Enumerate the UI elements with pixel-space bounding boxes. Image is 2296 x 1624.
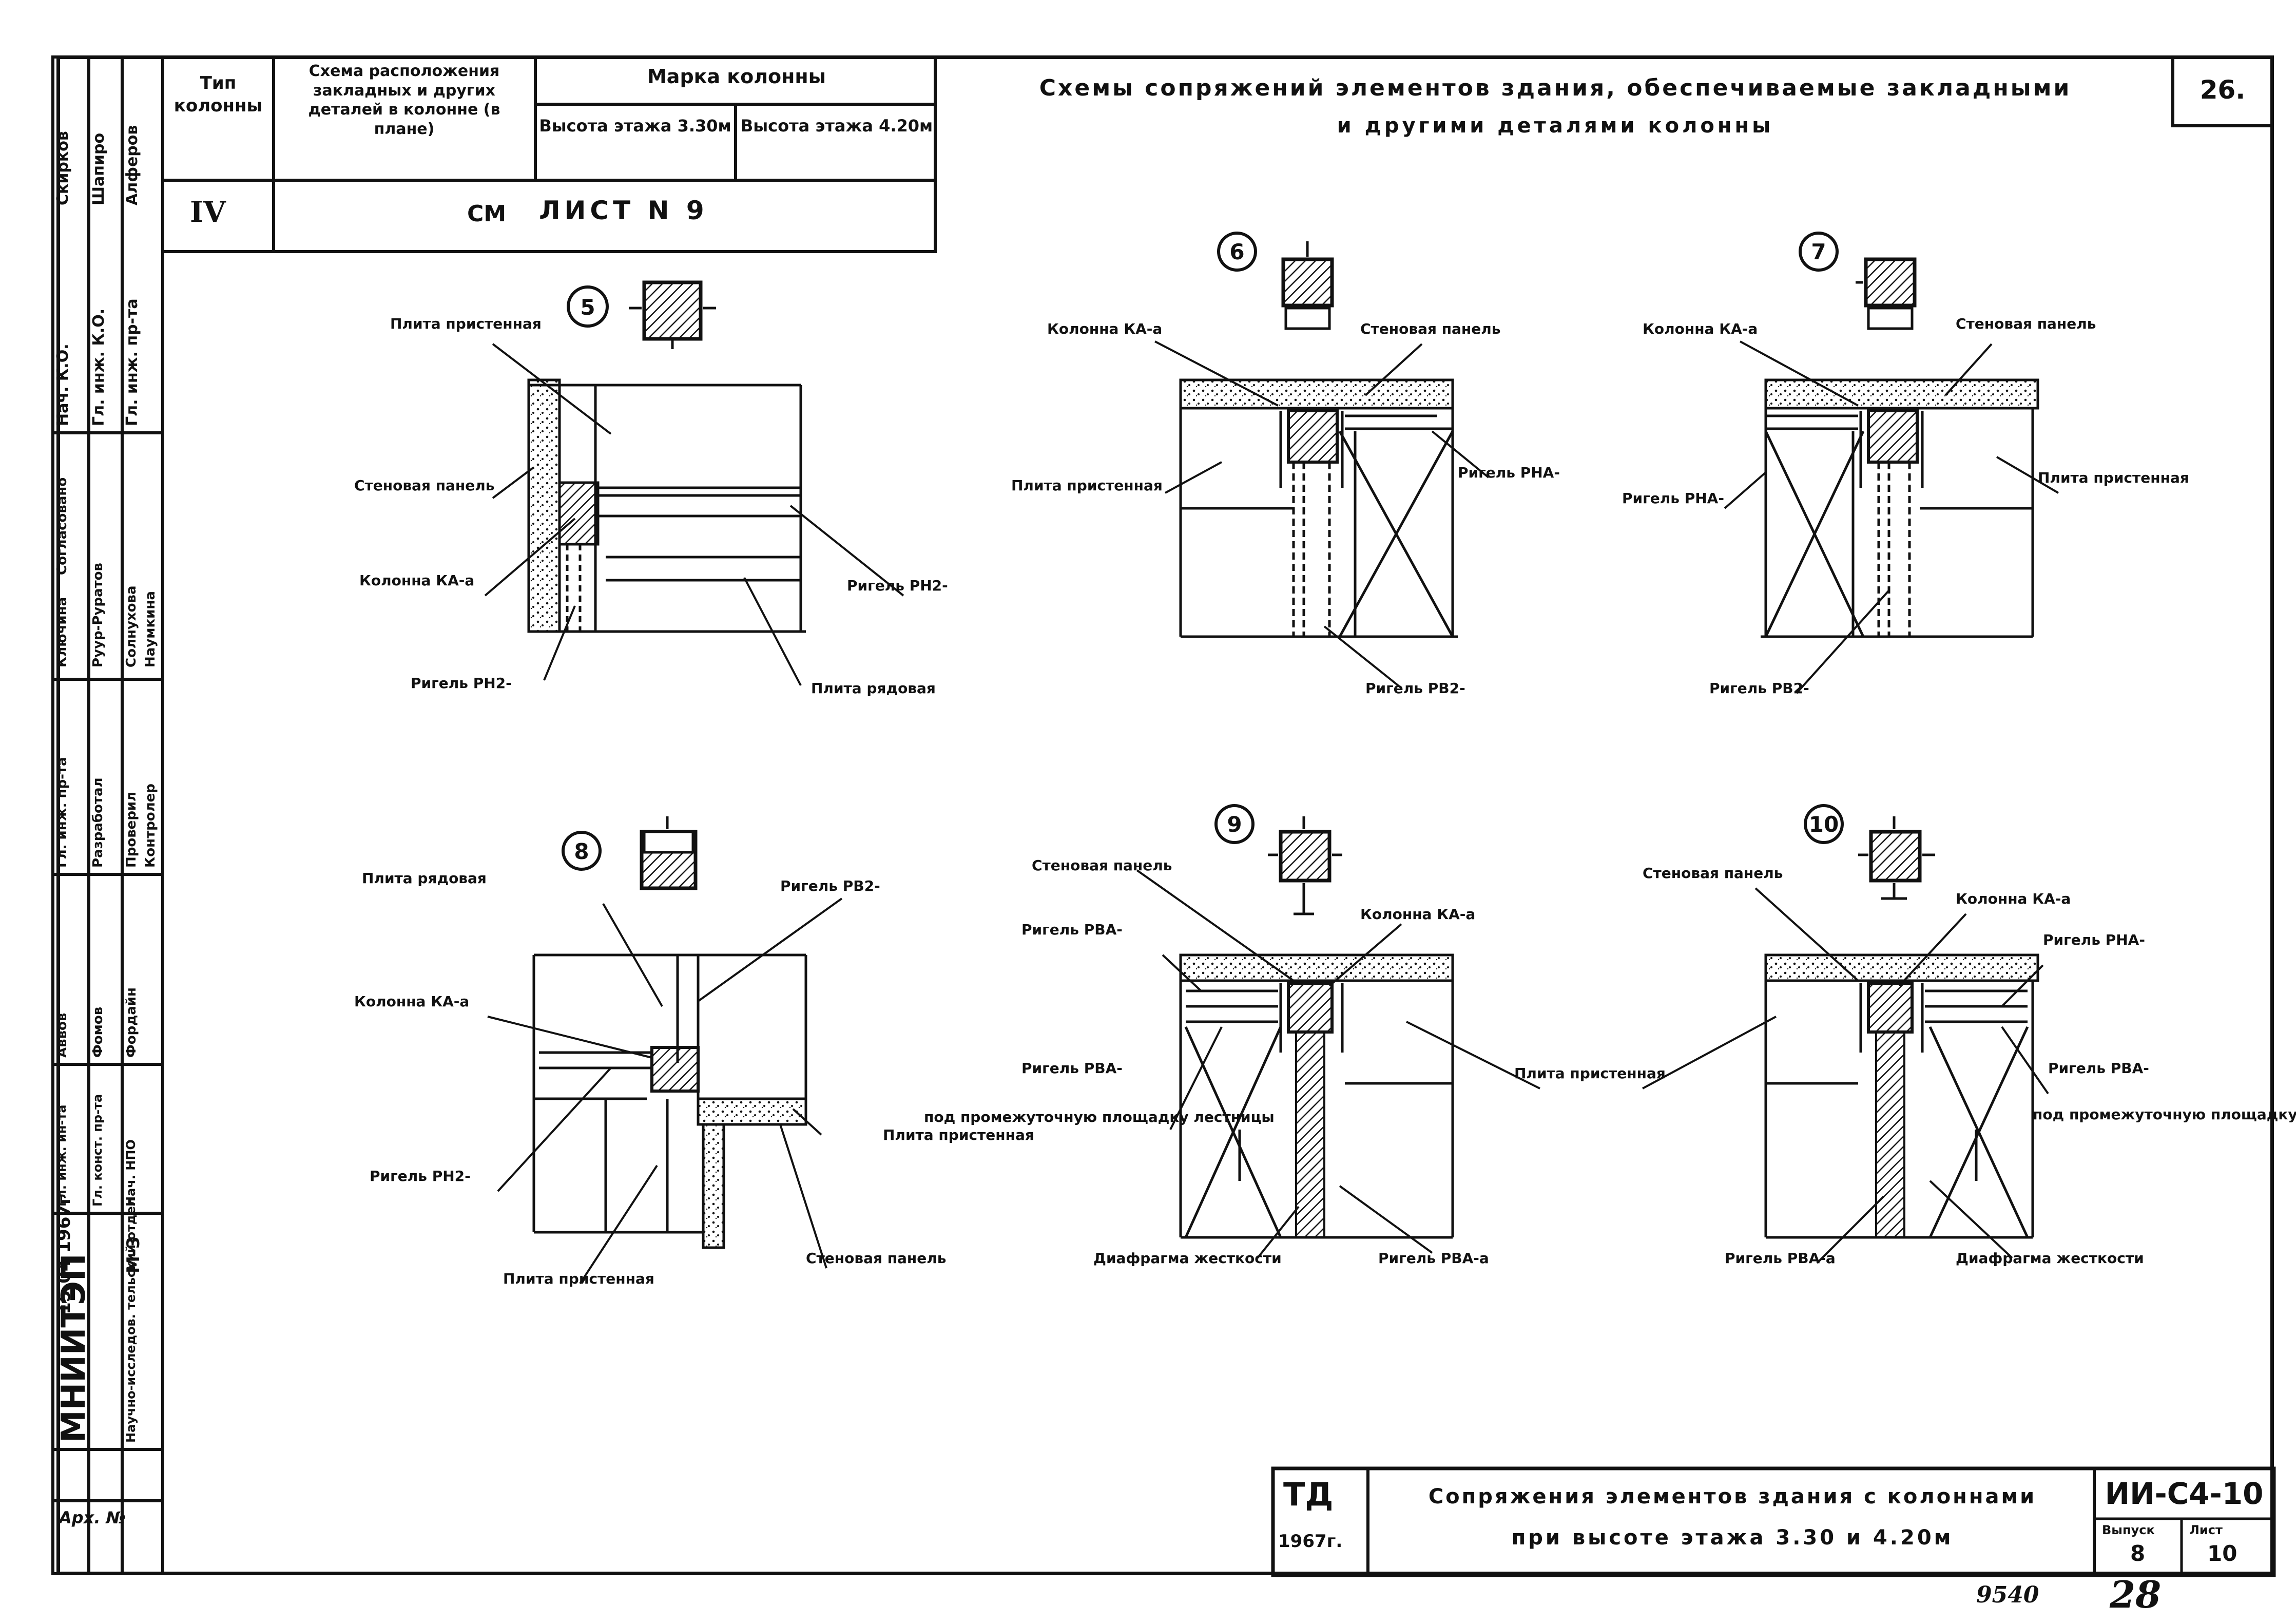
detail-9-label-2: Ригель РВА- — [1021, 921, 1123, 938]
sheet-label: Лист — [2189, 1523, 2223, 1537]
detail-9-plan — [1279, 830, 1332, 883]
detail-9-label-5: под промежуточную площадку лестницы — [924, 1109, 1275, 1125]
detail-6-label-2: Стеновая панель — [1360, 320, 1500, 337]
detail-5-label-5: Ригель РН2- — [847, 577, 948, 594]
detail-7-label-4: Плита пристенная — [2038, 469, 2189, 486]
detail-10 — [1642, 804, 2049, 1264]
detail-10-label-1: Стеновая панель — [1643, 865, 1783, 882]
detail-6-plan — [1281, 257, 1334, 308]
drawing-frame — [56, 55, 2274, 1575]
detail-5-label-3: Колонна КА-а — [359, 572, 474, 589]
detail-10-marker — [1804, 804, 1844, 844]
detail-8 — [487, 816, 843, 1285]
issue-value: 8 — [2130, 1541, 2146, 1566]
detail-5-label-4: Ригель РН2- — [411, 675, 512, 692]
sheet-number: 26. — [2199, 75, 2246, 105]
detail-7 — [1724, 232, 2059, 694]
detail-5-number: 5 — [580, 295, 595, 320]
detail-7-marker — [1799, 232, 1839, 272]
detail-8-label-5: Плита пристенная — [883, 1126, 1034, 1143]
detail-10-label-2: Колонна КА-а — [1956, 890, 2071, 907]
stamp-archive: Арх. № — [59, 1508, 126, 1527]
detail-10-label-7: Диафрагма жесткости — [1956, 1250, 2144, 1267]
header-col-type: Тип колонны — [173, 73, 263, 117]
footer-note: 9540 — [1976, 1582, 2039, 1608]
detail-7-label-2: Стеновая панель — [1956, 315, 2096, 332]
detail-7-label-3: Ригель РНА- — [1622, 490, 1724, 507]
detail-9-label-4: Ригель РВА- — [1021, 1060, 1123, 1077]
title-line1: Сопряжения элементов здания с колоннами — [1428, 1485, 2037, 1508]
detail-10-label-5: под промежуточную площадку лестницы — [2033, 1106, 2296, 1123]
detail-10-label-6: Ригель РВА-а — [1725, 1250, 1836, 1267]
row-type: IV — [190, 195, 226, 229]
series-code: ИИ-С4-10 — [2105, 1476, 2264, 1511]
detail-7-label-5: Ригель РВ2- — [1709, 680, 1809, 697]
detail-8-label-6: Стеновая панель — [806, 1250, 946, 1267]
footer-number: 28 — [2110, 1573, 2162, 1616]
detail-9-label-8: Плита пристенная — [1514, 1065, 1666, 1082]
detail-5-marker — [567, 285, 609, 328]
detail-9-label-6: Диафрагма жесткости — [1093, 1250, 1282, 1267]
detail-9-number: 9 — [1227, 812, 1242, 837]
detail-9-label-7: Ригель РВА-а — [1378, 1250, 1489, 1267]
sheet-title-line1: Схемы сопряжений элементов здания, обесп… — [1039, 75, 2072, 101]
row-ref-prefix: СМ — [467, 201, 507, 227]
detail-5-plan — [642, 280, 703, 341]
detail-9-label-1: Стеновая панель — [1032, 857, 1172, 874]
detail-9-marker — [1214, 804, 1255, 844]
sheet-value: 10 — [2207, 1541, 2237, 1566]
row-ref-text: ЛИСТ N 9 — [539, 196, 708, 225]
header-col-scheme: Схема расположения закладных и других де… — [308, 62, 500, 138]
detail-7-number: 7 — [1811, 239, 1826, 264]
sheet-title-line2: и другими деталями колонны — [1337, 114, 1774, 138]
header-table — [164, 55, 937, 253]
detail-6-label-3: Плита пристенная — [1011, 477, 1163, 494]
detail-10-label-3: Ригель РНА- — [2043, 931, 2145, 948]
title-line2: при высоте этажа 3.30 и 4.20м — [1511, 1526, 1954, 1550]
header-height-420: Высота этажа 4.20м — [740, 116, 933, 136]
detail-6-number: 6 — [1229, 239, 1244, 264]
title-block — [1271, 1466, 2276, 1577]
detail-8-marker — [562, 831, 602, 871]
issue-label: Выпуск — [2102, 1523, 2155, 1537]
detail-5-label-2: Стеновая панель — [354, 477, 494, 494]
detail-8-label-3: Колонна КА-а — [354, 993, 469, 1010]
title-code: ТД — [1283, 1476, 1334, 1513]
side-stamp — [51, 55, 164, 1575]
detail-6-label-5: Ригель РВ2- — [1365, 680, 1465, 697]
detail-8-label-4: Ригель РН2- — [370, 1168, 471, 1184]
title-year: 1967г. — [1278, 1531, 1343, 1552]
detail-6-label-4: Ригель РНА- — [1458, 464, 1560, 481]
detail-10-label-4: Ригель РВА- — [2048, 1060, 2149, 1077]
detail-8-number: 8 — [574, 839, 589, 864]
detail-8-label-1: Плита рядовая — [362, 870, 487, 887]
header-col-mark: Марка колонны — [647, 65, 826, 88]
detail-9-label-3: Колонна КА-а — [1360, 906, 1475, 923]
header-height-330: Высота этажа 3.30м — [539, 116, 731, 136]
detail-8-label-7: Плита пристенная — [503, 1270, 654, 1287]
detail-8-label-2: Ригель РВ2- — [780, 877, 880, 894]
detail-10-plan — [1869, 830, 1922, 883]
detail-7-label-1: Колонна КА-а — [1643, 320, 1758, 337]
detail-6 — [1154, 232, 1490, 689]
detail-5-label-6: Плита рядовая — [811, 680, 936, 697]
detail-9 — [1136, 804, 1540, 1259]
detail-10-number: 10 — [1809, 812, 1839, 837]
sheet-number-box — [2171, 55, 2274, 127]
detail-6-label-1: Колонна КА-а — [1047, 320, 1162, 337]
detail-7-plan — [1864, 257, 1917, 308]
detail-6-marker — [1217, 232, 1257, 272]
detail-5 — [484, 280, 904, 686]
detail-5-label-1: Плита пристенная — [390, 315, 542, 332]
